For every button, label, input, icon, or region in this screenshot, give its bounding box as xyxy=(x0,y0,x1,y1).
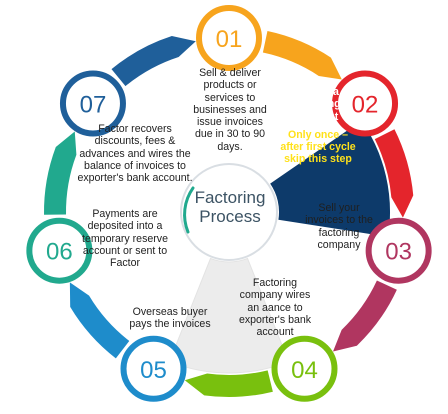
badge-07 xyxy=(59,70,126,137)
step-03-description: Sell your invoices to the factoring comp… xyxy=(295,202,383,251)
arrow-06 xyxy=(44,131,77,215)
badge-03 xyxy=(365,217,432,284)
step-06-line: temporary reserve xyxy=(82,232,168,245)
step-06-description: Payments are deposited into a temporary … xyxy=(70,208,180,269)
arrow-03 xyxy=(333,280,397,352)
step-03-line: company xyxy=(317,238,361,251)
step-number-04: 04 xyxy=(291,357,318,384)
center-label-line-1: Factoring xyxy=(194,188,266,207)
badge-02 xyxy=(332,70,399,137)
arrow-04 xyxy=(184,370,273,397)
badge-04 xyxy=(271,335,338,402)
step-01-line: services to xyxy=(204,91,256,104)
step-01-line: days. xyxy=(217,140,243,153)
arrow-05 xyxy=(69,282,130,359)
sector-05 xyxy=(74,226,205,352)
step-03-line: factoring xyxy=(318,226,360,239)
arrow-07 xyxy=(111,36,196,87)
center-label-line-2: Process xyxy=(199,207,261,226)
step-03-line: invoices to the xyxy=(305,214,373,227)
step-07-line: discounts, fees & xyxy=(94,135,176,148)
step-01-line: Sell & deliver xyxy=(199,67,261,79)
ring-arrow-layer xyxy=(44,31,414,397)
step-05-description: Overseas buyer pays the invoices xyxy=(120,306,220,331)
sector-01 xyxy=(232,51,348,179)
step-07-line: Factor recovers xyxy=(98,123,172,135)
sector-03 xyxy=(253,226,384,352)
sector-02 xyxy=(270,120,391,237)
sector-07 xyxy=(110,51,226,179)
step-02-line: factoring xyxy=(295,98,341,111)
badge-05 xyxy=(120,335,187,402)
step-02-note-line: Only once – xyxy=(287,128,349,141)
step-01-line: issue invoices xyxy=(197,116,263,129)
step-07-line: balance of invoices to xyxy=(84,159,186,172)
sector-layer xyxy=(68,51,391,374)
arrow-01 xyxy=(262,31,342,80)
step-03-line: Sell your xyxy=(318,202,360,214)
step-06-line: account or sent to xyxy=(82,244,168,257)
step-07-line: advances and wires the xyxy=(79,147,191,160)
step-number-02: 02 xyxy=(352,92,379,119)
step-number-03: 03 xyxy=(385,239,412,266)
step-02-line: Set-up a xyxy=(297,86,339,98)
center-label: Factoring Process xyxy=(182,188,278,226)
step-01-line: products or xyxy=(203,79,257,92)
step-04-line: company wires xyxy=(239,289,311,302)
step-04-line: account xyxy=(256,326,294,339)
step-04-line: an aance to xyxy=(247,301,303,314)
step-02-description: Set-up a factoring account Only once – a… xyxy=(268,86,368,166)
step-04-line: Factoring xyxy=(252,277,298,289)
step-number-06: 06 xyxy=(46,239,73,266)
step-01-line: due in 30 to 90 xyxy=(194,128,266,141)
step-02-note-line: after first cycle xyxy=(280,141,356,154)
center-circle xyxy=(180,163,278,261)
badge-01 xyxy=(196,5,262,71)
step-02-note-line: skip this step xyxy=(284,153,352,166)
step-01-line: businesses and xyxy=(193,103,267,116)
step-05-line: Overseas buyer xyxy=(132,306,208,318)
badge-06 xyxy=(26,217,93,284)
step-06-line: Factor xyxy=(109,257,141,270)
step-06-line: deposited into a xyxy=(87,220,163,233)
step-number-05: 05 xyxy=(140,357,167,384)
step-02-line: account xyxy=(297,110,339,123)
number-badge-layer: 01 02 03 04 05 06 07 xyxy=(26,5,432,402)
sector-06 xyxy=(68,120,188,237)
step-06-line: Payments are xyxy=(92,208,158,220)
step-04-description: Factoring company wires an aance to expo… xyxy=(225,277,325,338)
arrow-02 xyxy=(374,129,414,218)
step-05-line: pays the invoices xyxy=(129,318,211,331)
step-07-description: Factor recovers discounts, fees & advanc… xyxy=(74,123,196,184)
step-01-description: Sell & deliver products or services to b… xyxy=(180,67,280,153)
step-number-01: 01 xyxy=(216,26,243,53)
step-07-line: exporter's bank account. xyxy=(77,172,193,185)
step-number-07: 07 xyxy=(80,92,107,119)
center-accent-arc xyxy=(183,186,195,234)
step-04-line: exporter's bank xyxy=(238,313,312,326)
